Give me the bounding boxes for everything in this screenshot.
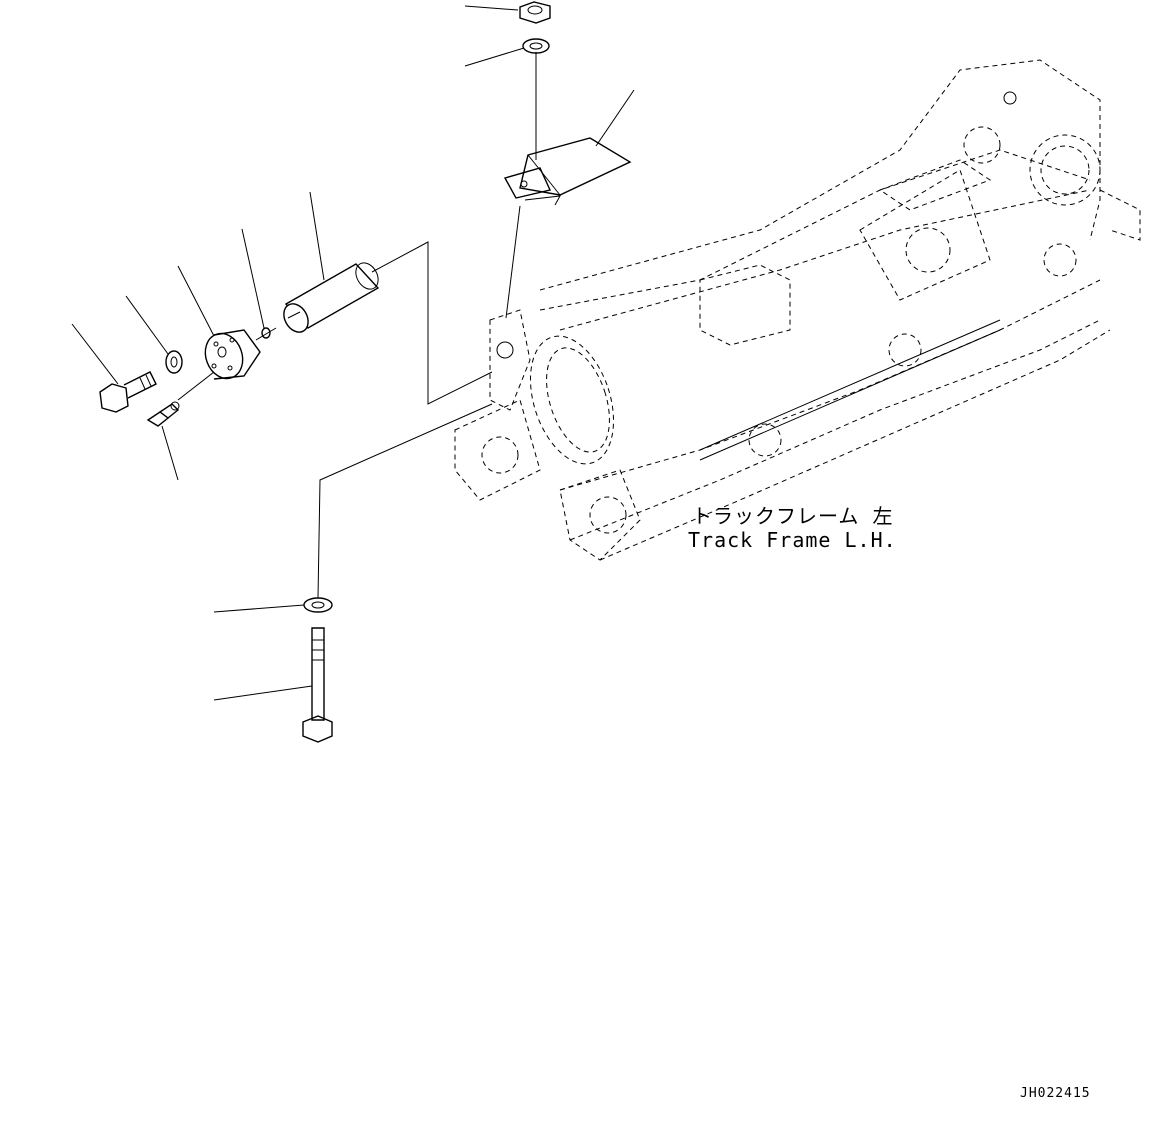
cover-plate [503, 137, 632, 206]
track-frame-body [454, 59, 1141, 561]
o-ring [261, 327, 271, 339]
grease-fitting [146, 401, 180, 427]
drawing-number: JH022415 [1020, 1086, 1091, 1101]
long-bolt [302, 627, 333, 743]
washer-top [522, 38, 550, 54]
pivot-pin [283, 262, 380, 333]
leader-lines [71, 5, 635, 701]
retainer-flange [204, 329, 261, 380]
washer-bottom [303, 597, 333, 613]
track-frame-label-en: Track Frame L.H. [688, 528, 897, 552]
nut-top [519, 1, 551, 24]
lock-washer [165, 350, 183, 374]
track-frame-label-jp: トラックフレーム 左 [692, 504, 894, 528]
hex-bolt [99, 371, 157, 413]
